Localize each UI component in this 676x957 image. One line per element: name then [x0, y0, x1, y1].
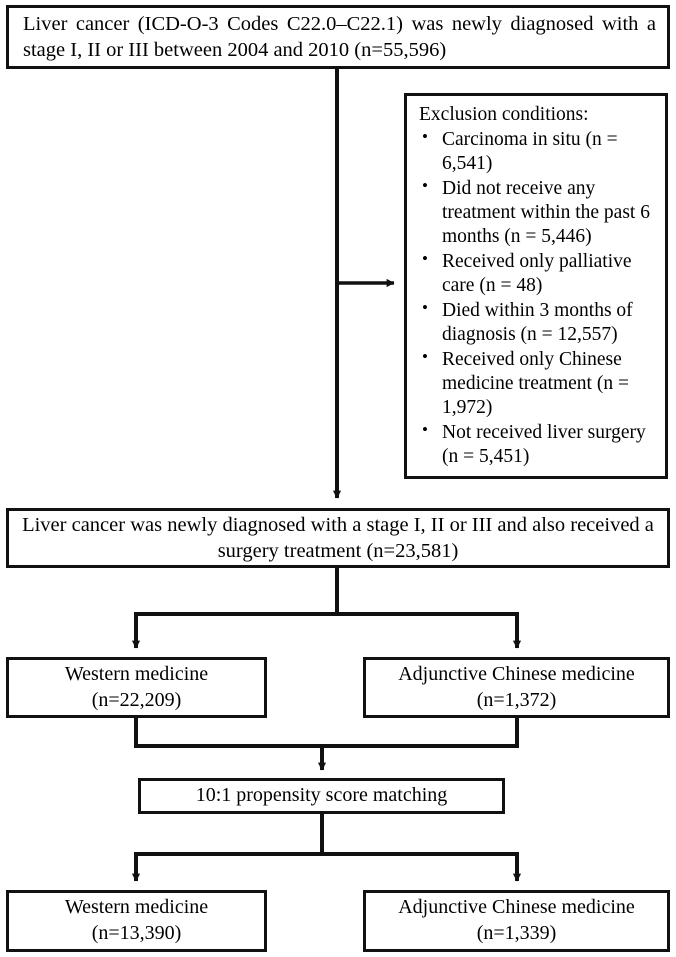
connector-surgery-split	[131, 568, 522, 649]
node-top-cohort-line2: stage I, II or III between 2004 and 2010…	[23, 39, 447, 61]
list-item: • Received only Chinese medicine treatme…	[419, 346, 657, 420]
node-western-medicine-postmatch-label: Western medicine	[64, 896, 209, 919]
exclusion-item-text: Did not receive any treatment within the…	[442, 177, 650, 247]
bullet-icon: •	[422, 248, 428, 268]
list-item: • Received only palliative care (n = 48)	[419, 248, 657, 298]
list-item: • Died within 3 months of diagnosis (n =…	[419, 297, 657, 347]
node-western-medicine-prematch-label: Western medicine	[64, 662, 209, 685]
bullet-icon: •	[422, 346, 428, 366]
node-western-medicine-postmatch-count: (n=13,390)	[91, 922, 182, 944]
exclusion-item-text: Died within 3 months of diagnosis (n = 1…	[442, 299, 633, 345]
exclusion-list: • Carcinoma in situ (n = 6,541) • Did no…	[419, 126, 657, 470]
exclusion-item-text: Received only palliative care (n = 48)	[442, 250, 632, 296]
node-adjunctive-chinese-medicine-prematch-count: (n=1,372)	[476, 688, 557, 711]
node-propensity-score-matching: 10:1 propensity score matching	[138, 778, 505, 814]
node-surgery-cohort-line2: surgery treatment (n=23,581)	[217, 540, 459, 562]
exclusion-item-text: Carcinoma in situ (n = 6,541)	[442, 128, 618, 174]
node-western-medicine-prematch: Western medicine (n=22,209)	[6, 657, 267, 718]
node-adjunctive-chinese-medicine-postmatch: Adjunctive Chinese medicine (n=1,339)	[363, 890, 670, 952]
node-adjunctive-chinese-medicine-postmatch-count: (n=1,339)	[476, 922, 557, 944]
connector-matching-split	[131, 814, 522, 882]
bullet-icon: •	[422, 297, 428, 317]
node-western-medicine-prematch-count: (n=22,209)	[91, 688, 182, 711]
node-propensity-score-matching-label: 10:1 propensity score matching	[195, 784, 448, 807]
bullet-icon: •	[422, 126, 428, 146]
connector-arms-to-matching	[134, 718, 519, 771]
node-adjunctive-chinese-medicine-prematch: Adjunctive Chinese medicine (n=1,372)	[363, 657, 670, 718]
node-surgery-cohort-line1: Liver cancer was newly diagnosed with a …	[22, 513, 654, 536]
node-top-cohort: Liver cancer (ICD-O-3 Codes C22.0–C22.1)…	[6, 5, 670, 69]
node-western-medicine-postmatch: Western medicine (n=13,390)	[6, 890, 267, 952]
bullet-icon: •	[422, 419, 428, 439]
list-item: • Carcinoma in situ (n = 6,541)	[419, 126, 657, 176]
node-surgery-cohort: Liver cancer was newly diagnosed with a …	[6, 508, 670, 568]
bullet-icon: •	[422, 175, 428, 195]
node-adjunctive-chinese-medicine-postmatch-label: Adjunctive Chinese medicine	[398, 896, 635, 919]
list-item: • Not received liver surgery (n = 5,451)	[419, 419, 657, 469]
node-top-cohort-line1: Liver cancer (ICD-O-3 Codes C22.0–C22.1)…	[23, 12, 656, 35]
exclusion-title: Exclusion conditions:	[419, 104, 589, 125]
node-adjunctive-chinese-medicine-prematch-label: Adjunctive Chinese medicine	[398, 662, 635, 685]
list-item: • Did not receive any treatment within t…	[419, 175, 657, 249]
node-exclusion-conditions: Exclusion conditions: • Carcinoma in sit…	[404, 93, 668, 479]
exclusion-item-text: Received only Chinese medicine treatment…	[442, 348, 629, 418]
exclusion-item-text: Not received liver surgery (n = 5,451)	[442, 421, 646, 467]
